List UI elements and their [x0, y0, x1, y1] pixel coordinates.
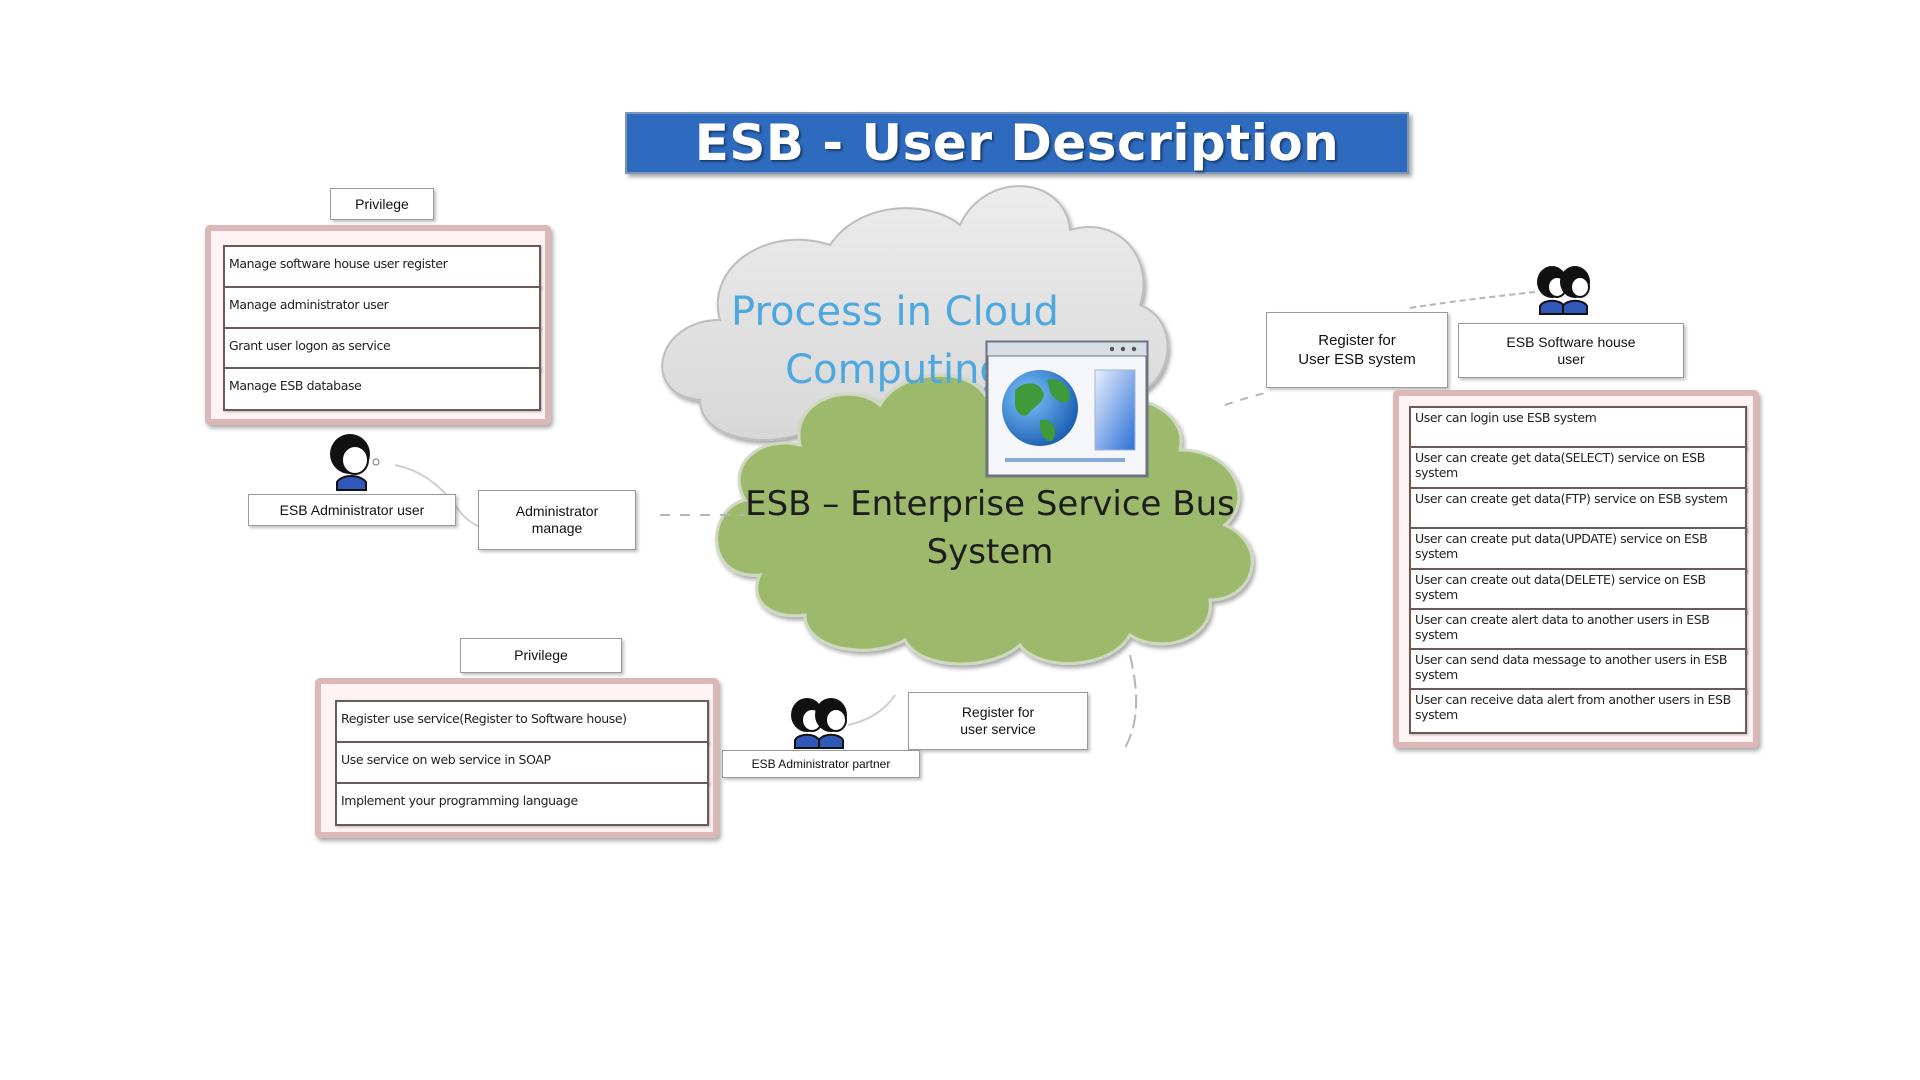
admin-privilege-item: Manage ESB database — [223, 367, 541, 411]
esb-cloud-label: ESB – Enterprise Service Bus System — [740, 480, 1240, 576]
partner-privilege-label: Privilege — [514, 647, 568, 663]
partner-privilege-item: Use service on web service in SOAP — [335, 741, 709, 785]
admin-privilege-item: Grant user logon as service — [223, 327, 541, 371]
esb-cloud-line-1: ESB – Enterprise Service Bus — [745, 484, 1235, 524]
software-privilege-item: User can login use ESB system — [1409, 406, 1747, 450]
partner-action-label: Register for user service — [960, 704, 1036, 737]
partner-privilege-item: Register use service(Register to Softwar… — [335, 700, 709, 744]
browser-globe-icon — [985, 340, 1150, 480]
software-action-label: Register for User ESB system — [1298, 332, 1416, 368]
software-speech-tail — [1409, 291, 1536, 309]
partner-connector — [1124, 654, 1138, 749]
process-cloud-label: Process in Cloud Computing — [700, 283, 1090, 399]
software-privilege-item: User can receive data alert from another… — [1409, 688, 1747, 734]
partner-action-box: Register for user service — [908, 692, 1088, 750]
partner-speech-tail — [847, 694, 896, 726]
software-action-box: Register for User ESB system — [1266, 312, 1448, 388]
esb-cloud-line-2: System — [926, 532, 1054, 572]
software-privilege-item: User can create alert data to another us… — [1409, 608, 1747, 654]
admin-action-box: Administrator manage — [478, 490, 636, 550]
admin-privilege-item: Manage administrator user — [223, 286, 541, 330]
partner-role-label: ESB Administrator partner — [751, 756, 891, 771]
partner-privilege-item: Implement your programming language — [335, 782, 709, 826]
admin-privilege-item: Manage software house user register — [223, 245, 541, 289]
admin-privilege-tag: Privilege — [330, 188, 434, 220]
user-avatar-icon — [1532, 262, 1598, 320]
software-connector — [1224, 391, 1271, 406]
admin-action-label: Administrator manage — [515, 503, 599, 536]
connector-lines — [394, 291, 1536, 749]
partner-role-box: ESB Administrator partner — [722, 750, 920, 778]
user-avatar-icon — [785, 695, 857, 750]
software-role-box: ESB Software house user — [1458, 323, 1684, 378]
page-title: ESB - User Description — [694, 114, 1340, 172]
partner-privilege-tag: Privilege — [460, 638, 622, 673]
admin-privilege-label: Privilege — [355, 195, 409, 212]
software-privilege-item: User can send data message to another us… — [1409, 648, 1747, 694]
software-privilege-item: User can create put data(UPDATE) service… — [1409, 527, 1747, 573]
software-privilege-item: User can create out data(DELETE) service… — [1409, 568, 1747, 614]
admin-privilege-panel: Manage software house user register Mana… — [205, 225, 551, 425]
software-role-label: ESB Software house user — [1506, 333, 1636, 367]
software-privilege-item: User can create get data(SELECT) service… — [1409, 446, 1747, 492]
software-privilege-panel: User can login use ESB system User can c… — [1393, 390, 1759, 748]
process-cloud-line-1: Process in Cloud — [731, 289, 1059, 335]
software-privilege-item: User can create get data(FTP) service on… — [1409, 487, 1747, 533]
title-banner: ESB - User Description — [625, 112, 1409, 174]
process-cloud-line-2: Computing — [785, 347, 1005, 393]
admin-role-label: ESB Administrator user — [279, 501, 425, 518]
user-avatar-icon — [322, 432, 392, 492]
partner-privilege-panel: Register use service(Register to Softwar… — [315, 678, 719, 838]
admin-role-box: ESB Administrator user — [248, 494, 456, 526]
